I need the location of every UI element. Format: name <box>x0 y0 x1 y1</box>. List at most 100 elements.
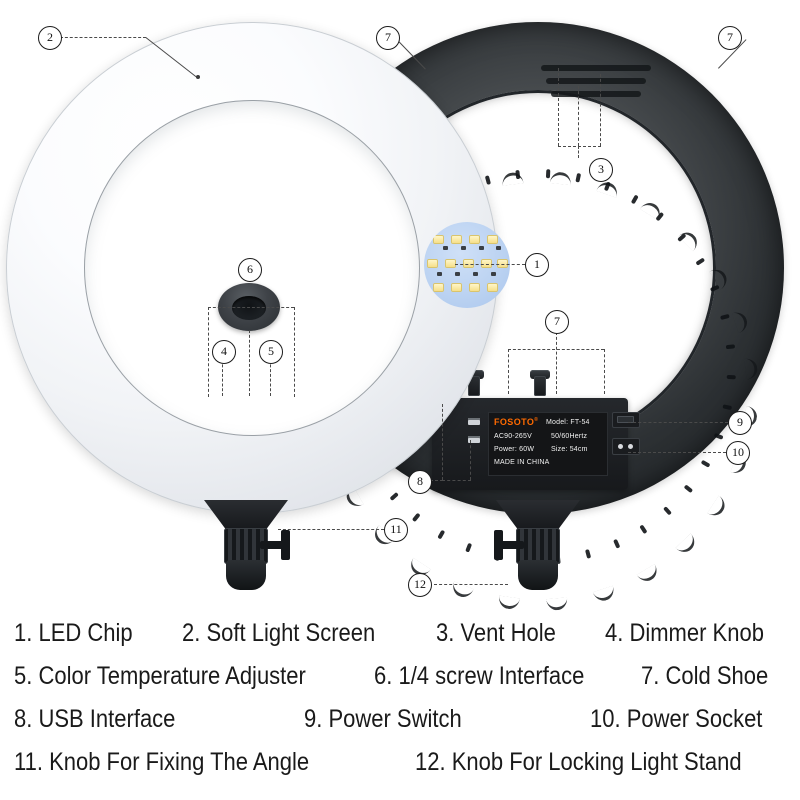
legend-item-2: 2. Soft Light Screen <box>182 619 376 647</box>
legend-item-5: 5. Color Temperature Adjuster <box>14 662 306 690</box>
knob-cap <box>494 530 503 560</box>
led-emitter <box>464 260 473 267</box>
callout-marker-6[interactable]: 6 <box>238 258 262 282</box>
callout-marker-7-left[interactable]: 7 <box>376 26 400 50</box>
led-emitter <box>452 236 461 243</box>
led-emitter <box>488 236 497 243</box>
control-panel: FOSOTO® Model: FT-54 AC90-265V 50/60Hert… <box>432 398 640 490</box>
leader-line-3-stem <box>578 146 579 158</box>
leader-line-3-a <box>558 68 559 146</box>
leader-line-4-outer <box>208 307 209 397</box>
cold-shoe-left <box>464 368 484 396</box>
cold-shoe-stem <box>468 376 480 396</box>
usb-port-upper <box>468 418 480 425</box>
leader-line-5-outer <box>294 307 295 397</box>
legend-item-1: 1. LED Chip <box>14 619 133 647</box>
led-emitter <box>434 284 443 291</box>
callout-marker-11[interactable]: 11 <box>384 518 408 542</box>
callout-marker-3[interactable]: 3 <box>589 158 613 182</box>
led-emitter <box>452 284 461 291</box>
legend-item-9: 9. Power Switch <box>304 705 462 733</box>
legend-row-2: 5. Color Temperature Adjuster 6. 1/4 scr… <box>14 655 786 698</box>
legend-row-4: 11. Knob For Fixing The Angle 12. Knob F… <box>14 741 786 784</box>
legend-item-10: 10. Power Socket <box>590 705 763 733</box>
angle-fixing-knob[interactable] <box>260 530 290 560</box>
leader-line-7-panel-stem <box>556 332 557 394</box>
knob-bar <box>494 541 524 549</box>
callout-marker-7-right[interactable]: 7 <box>718 26 742 50</box>
led-diode <box>479 246 484 250</box>
mount-yoke-right <box>478 500 598 596</box>
model-number: Model: FT-54 <box>546 419 590 426</box>
callout-marker-12[interactable]: 12 <box>408 573 432 597</box>
cold-shoe-cap <box>530 370 550 379</box>
led-emitter <box>434 236 443 243</box>
power-socket <box>612 438 640 455</box>
led-emitter <box>428 260 437 267</box>
rocker-switch-icon <box>617 416 634 423</box>
led-diode <box>496 246 501 250</box>
leader-line-5 <box>270 350 271 396</box>
registered-mark: ® <box>534 417 539 423</box>
leader-line-8-bracket <box>442 480 471 481</box>
stand-socket <box>226 560 266 590</box>
legend-item-11: 11. Knob For Fixing The Angle <box>14 748 310 776</box>
legend-row-3: 8. USB Interface 9. Power Switch 10. Pow… <box>14 698 786 741</box>
led-diode <box>455 272 460 276</box>
spec-label-plate: FOSOTO® Model: FT-54 AC90-265V 50/60Hert… <box>488 412 608 476</box>
led-diode <box>461 246 466 250</box>
callout-marker-9[interactable]: 9 <box>728 411 752 435</box>
led-diode <box>437 272 442 276</box>
cold-shoe-cap <box>464 370 484 379</box>
leader-line-7-panel-left <box>508 349 509 394</box>
leader-line-7-panel-right <box>604 349 605 394</box>
legend-list: 1. LED Chip 2. Soft Light Screen 3. Vent… <box>0 612 800 800</box>
led-emitter <box>498 260 507 267</box>
socket-pin-right <box>628 444 633 449</box>
legend-item-3: 3. Vent Hole <box>435 619 556 647</box>
led-emitter <box>488 284 497 291</box>
legend-item-7: 7. Cold Shoe <box>641 662 769 690</box>
callout-marker-5[interactable]: 5 <box>259 340 283 364</box>
usb-port-lower <box>468 436 480 443</box>
leader-line-4 <box>222 350 223 396</box>
led-diode <box>473 272 478 276</box>
legend-item-8: 8. USB Interface <box>14 705 176 733</box>
origin-text: MADE IN CHINA <box>494 459 550 466</box>
brand-name: FOSOTO® <box>494 417 539 427</box>
led-chip-magnifier <box>424 222 510 308</box>
legend-row-1: 1. LED Chip 2. Soft Light Screen 3. Vent… <box>14 612 786 655</box>
leader-line-11 <box>278 529 384 530</box>
callout-marker-2[interactable]: 2 <box>38 26 62 50</box>
knob-cap <box>281 530 290 560</box>
leader-line-8-left <box>442 404 443 480</box>
leader-line-8-right <box>470 440 471 480</box>
leader-line-10 <box>628 452 726 453</box>
led-diode <box>443 246 448 250</box>
knob-bar <box>260 541 290 549</box>
callout-marker-7-panel[interactable]: 7 <box>545 310 569 334</box>
stand-locking-socket <box>518 560 558 590</box>
callout-marker-10[interactable]: 10 <box>726 441 750 465</box>
leader-line-2 <box>60 37 146 38</box>
legend-item-4: 4. Dimmer Knob <box>605 619 765 647</box>
legend-item-6: 6. 1/4 screw Interface <box>374 662 585 690</box>
callout-marker-1[interactable]: 1 <box>525 253 549 277</box>
leader-dot-2 <box>196 75 200 79</box>
cold-shoe-stem <box>534 376 546 396</box>
led-emitter <box>470 284 479 291</box>
callout-marker-4[interactable]: 4 <box>212 340 236 364</box>
callout-marker-8[interactable]: 8 <box>408 470 432 494</box>
top-vent-grille <box>538 58 654 104</box>
socket-pin-left <box>618 444 623 449</box>
light-stand-locking-knob[interactable] <box>494 530 524 560</box>
power-switch[interactable] <box>612 412 640 428</box>
leader-line-9 <box>628 422 728 423</box>
voltage-spec: AC90-265V <box>494 433 532 440</box>
leader-line-12 <box>434 584 508 585</box>
size-spec: Size: 54cm <box>551 446 588 453</box>
led-emitter <box>470 236 479 243</box>
led-emitter <box>446 260 455 267</box>
power-spec: Power: 60W <box>494 446 535 453</box>
